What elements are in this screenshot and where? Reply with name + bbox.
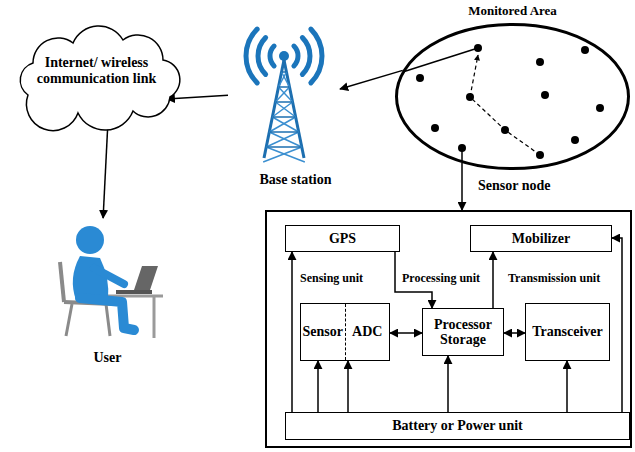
antenna-tower <box>228 12 340 160</box>
box-label: GPS <box>329 231 356 246</box>
monitored-area: Monitored Area <box>395 3 630 170</box>
box-label: Mobilizer <box>512 231 570 246</box>
user-label: User <box>50 350 165 366</box>
unit-part: ADC <box>345 304 390 360</box>
unit-label: Transmission unit <box>508 271 600 286</box>
process-box: Mobilizer <box>470 225 612 252</box>
box-label: Transceiver <box>532 324 603 339</box>
connector-arrow <box>447 356 449 412</box>
process-box: Transceiver <box>525 303 610 361</box>
connector-arrow <box>566 361 568 412</box>
station-label: Base station <box>228 172 363 188</box>
sensor-node-frame: Sensor nodeGPSMobilizerSensorADCProcesso… <box>265 210 632 448</box>
box-label: Battery or Power unit <box>392 418 523 433</box>
connector-arrow <box>317 361 319 412</box>
base-station-icon: Base station <box>228 12 363 194</box>
process-box: SensorADC <box>300 303 390 361</box>
cloud-node: Internet/ wireless communication link <box>8 25 185 117</box>
area-ellipse <box>395 23 630 170</box>
connector-arrow <box>504 332 525 334</box>
unit-label: Sensing unit <box>300 271 363 286</box>
connector-arrow <box>612 238 622 412</box>
connector-arrow <box>390 332 422 334</box>
connector-arrow <box>461 163 463 210</box>
connector-arrow <box>167 95 228 99</box>
connector-arrow <box>103 117 108 218</box>
cloud-label: Internet/ wireless communication link <box>32 55 162 87</box>
box-label: Processor Storage <box>427 317 499 348</box>
area-heading: Monitored Area <box>395 3 630 19</box>
frame-heading: Sensor node <box>478 178 550 194</box>
unit-part: Sensor <box>301 304 345 360</box>
connector-arrow <box>492 252 494 308</box>
user-figure: User <box>50 218 165 373</box>
process-box: GPS <box>285 225 400 252</box>
process-box: Processor Storage <box>422 308 504 356</box>
process-box: Battery or Power unit <box>285 412 630 440</box>
connector-arrow <box>340 70 403 89</box>
user-illustration <box>50 218 165 343</box>
connector-arrow <box>347 361 349 412</box>
unit-label: Processing unit <box>402 271 480 286</box>
connector-arrow <box>291 252 293 412</box>
